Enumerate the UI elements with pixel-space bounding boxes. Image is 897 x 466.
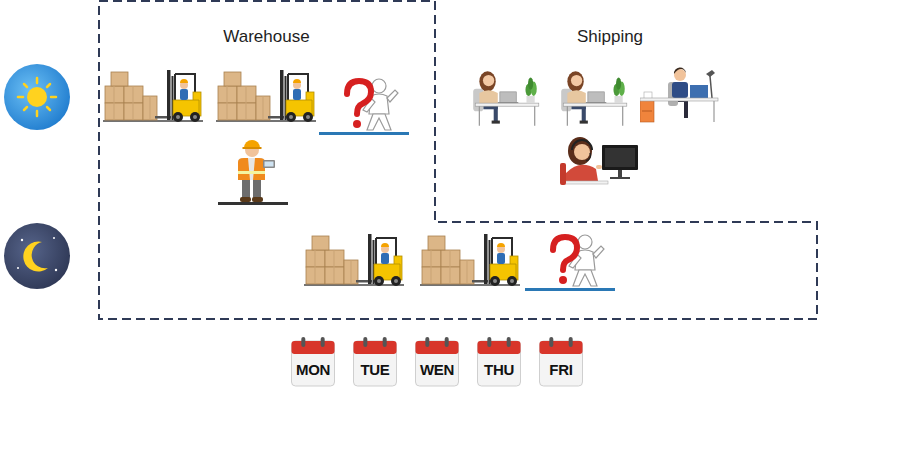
moon-badge: [4, 223, 70, 289]
calendar-page: [416, 341, 459, 386]
calendar-ring: [445, 337, 449, 347]
open-position-picture: [319, 79, 409, 135]
calendar-ring: [569, 337, 573, 347]
calendar-day: FRI: [539, 337, 583, 387]
calendar-ring: [363, 337, 367, 347]
calendar-page: [354, 341, 397, 386]
calendar-page: [292, 341, 335, 386]
label-holder: Shipping: [577, 27, 643, 47]
worker-picture: [218, 140, 288, 205]
calendar-ring: [549, 337, 553, 347]
section-heading: Shipping: [577, 27, 643, 47]
calendar-band: [354, 341, 397, 354]
day-label: WEN: [420, 361, 454, 378]
day-label: FRI: [549, 361, 572, 378]
day-label: MON: [296, 361, 330, 378]
day-icon: [4, 64, 70, 130]
office-worker-picture: [561, 71, 627, 125]
calendar-band: [416, 341, 459, 354]
calendar-ring: [507, 337, 511, 347]
moon: [23, 242, 48, 272]
calendar-band: [540, 341, 583, 354]
sun-badge: [4, 64, 70, 130]
calendar-page: [478, 341, 521, 386]
office-worker-picture: [640, 67, 718, 122]
forklift-picture: [304, 234, 404, 286]
day-label: TUE: [360, 361, 389, 378]
calendar-ring: [487, 337, 491, 347]
call-agent-picture: [560, 137, 638, 185]
calendar-ring: [321, 337, 325, 347]
calendar-day: THU: [477, 337, 521, 387]
sun: [27, 87, 47, 107]
calendar-ring: [301, 337, 305, 347]
calendar-band: [478, 341, 521, 354]
open-position-picture: [525, 235, 615, 291]
forklift-picture: [420, 234, 520, 286]
office-worker-picture: [473, 71, 539, 125]
region-outline: [98, 0, 818, 320]
calendar-day: MON: [291, 337, 335, 387]
dashed-outline: [99, 1, 817, 319]
forklift-picture: [103, 70, 203, 122]
night-icon: [4, 223, 70, 289]
stars: [17, 237, 57, 271]
calendar-ring: [383, 337, 387, 347]
calendar-day: WEN: [415, 337, 459, 387]
calendar-band: [292, 341, 335, 354]
calendar-ring: [425, 337, 429, 347]
day-label: THU: [484, 361, 514, 378]
region-title: Warehouse: [98, 27, 435, 47]
sun-rays: [18, 78, 56, 116]
calendar-day: TUE: [353, 337, 397, 387]
forklift-picture: [216, 70, 316, 122]
calendar-page: [540, 341, 583, 386]
dashed-region: Warehouse: [98, 0, 818, 320]
